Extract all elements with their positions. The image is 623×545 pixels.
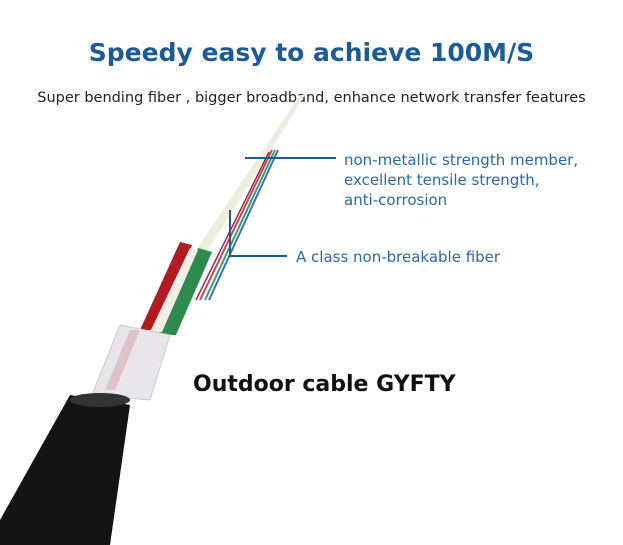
cable-jacket: [0, 395, 130, 545]
tape-stripe: [105, 330, 140, 390]
fiber-purple: [195, 151, 270, 301]
green-tube: [158, 248, 212, 335]
page-title: Speedy easy to achieve 100M/S: [88, 38, 535, 67]
callout-line: non-metallic strength member,: [344, 151, 579, 169]
callout-line: anti-corrosion: [344, 191, 448, 209]
jacket-end: [70, 393, 130, 407]
product-name: Outdoor cable GYFTY: [193, 372, 456, 397]
fiber-blue: [208, 149, 279, 301]
fiber-green: [204, 149, 276, 301]
strength-member-callout: non-metallic strength member, excellent …: [344, 150, 578, 210]
strength-member-rod: [196, 95, 305, 250]
leader-line-fiber: [229, 210, 287, 257]
red-tube: [140, 242, 192, 330]
fiber-callout: A class non-breakable fiber: [296, 248, 501, 266]
callout-line: excellent tensile strength,: [344, 171, 540, 189]
white-tube: [150, 248, 198, 332]
fiber-red: [199, 149, 273, 301]
subtitle: Super bending fiber , bigger broadband, …: [37, 90, 586, 106]
